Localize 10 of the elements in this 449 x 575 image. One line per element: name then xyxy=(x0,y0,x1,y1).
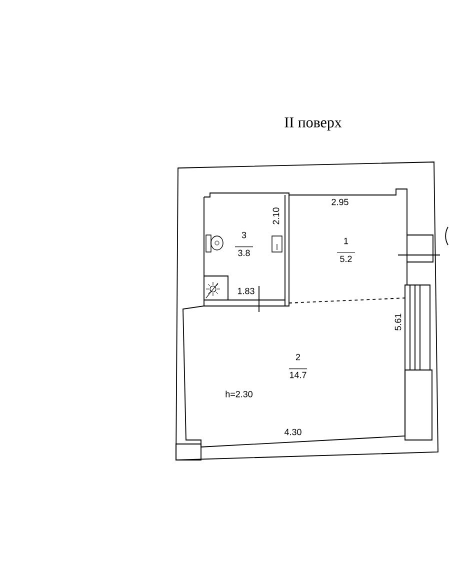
dimension-label: 4.30 xyxy=(284,428,302,436)
dimension-label: 2.10 xyxy=(272,206,280,226)
floor-title: II поверх xyxy=(284,118,342,130)
room-label: 1 5.2 xyxy=(336,238,356,262)
dimension-label: 5.61 xyxy=(394,312,402,332)
dimension-label: 2.95 xyxy=(330,198,350,206)
dimension-label: 1.83 xyxy=(236,287,256,295)
dimension-label: h=2.30 xyxy=(224,390,254,398)
room-label: 3 3.8 xyxy=(234,232,254,256)
room-label: 2 14.7 xyxy=(288,354,308,378)
